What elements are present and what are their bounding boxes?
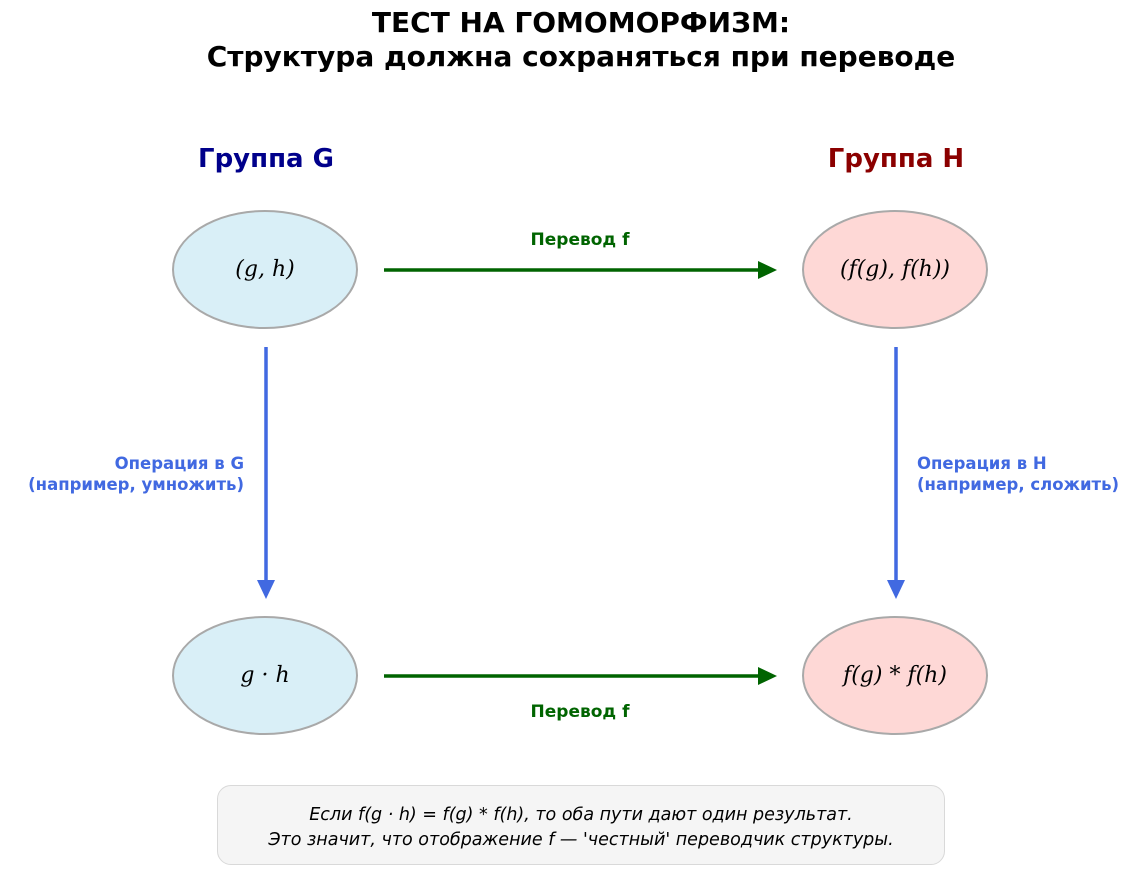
right-edge-label-line-2: (например, сложить) <box>917 475 1120 494</box>
bottom-edge-label: Перевод f <box>530 702 630 722</box>
title-line-2: Структура должна сохраняться при перевод… <box>206 40 956 73</box>
explanation-note: Если f(g · h) = f(g) * f(h), то оба пути… <box>217 785 945 865</box>
group-h-title: Группа H <box>827 144 965 174</box>
left-edge-label-line-1: Операция в G <box>114 454 244 473</box>
title-line-1: ТЕСТ НА ГОМОМОРФИЗМ: <box>371 6 791 39</box>
group-g-title: Группа G <box>198 144 334 174</box>
note-line-2: Это значит, что отображение f — 'честный… <box>268 830 894 850</box>
arrow-right-operation <box>887 347 905 599</box>
node-pair-g-h: (g, h) <box>172 210 358 329</box>
arrow-left-operation <box>257 347 275 599</box>
arrow-top-translation <box>384 261 777 279</box>
right-edge-label: Операция в H (например, сложить) <box>917 453 1119 495</box>
node-pair-fg-fh: (f(g), f(h)) <box>802 210 988 329</box>
right-edge-label-line-1: Операция в H <box>917 454 1047 473</box>
diagram-title: ТЕСТ НА ГОМОМОРФИЗМ: Структура должна со… <box>0 6 1146 74</box>
left-edge-label: Операция в G (например, умножить) <box>28 453 244 495</box>
arrow-bottom-translation <box>384 667 777 685</box>
node-product-g-h: g · h <box>172 616 358 735</box>
note-line-1: Если f(g · h) = f(g) * f(h), то оба пути… <box>309 805 853 825</box>
left-edge-label-line-2: (например, умножить) <box>28 475 244 494</box>
node-product-fg-fh: f(g) * f(h) <box>802 616 988 735</box>
top-edge-label: Перевод f <box>530 230 630 250</box>
